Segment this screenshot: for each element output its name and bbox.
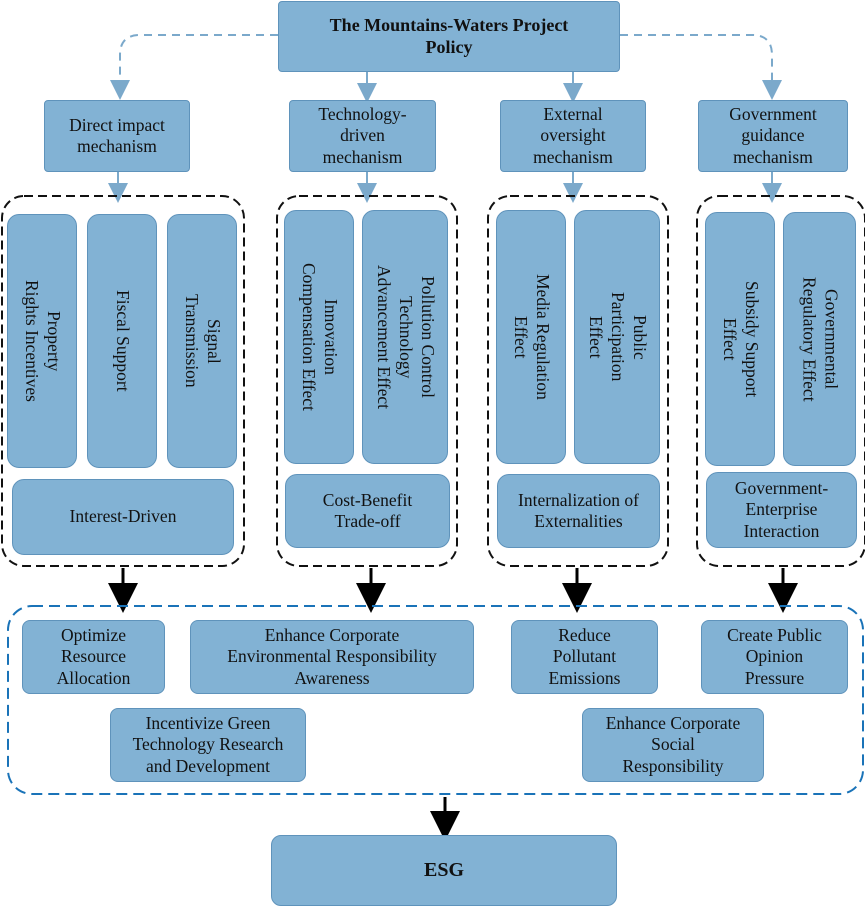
outcome-enhance-environmental-responsibility: Enhance Corporate Environmental Responsi…	[190, 620, 474, 694]
group-outline-1	[1, 195, 245, 567]
summary-interest-driven: Interest-Driven	[12, 479, 234, 555]
effect-governmental-regulatory: Governmental Regulatory Effect	[783, 212, 856, 466]
outcome-enhance-social-responsibility: Enhance Corporate Social Responsibility	[582, 708, 764, 782]
outcome-optimize-resource-allocation: Optimize Resource Allocation	[22, 620, 165, 694]
summary-government-enterprise-interaction: Government- Enterprise Interaction	[706, 472, 857, 548]
effect-public-participation: Public Participation Effect	[574, 210, 660, 464]
mechanism-external-oversight: External oversight mechanism	[500, 100, 646, 172]
dashed-connector-right	[620, 34, 782, 100]
dashed-connector-left	[110, 34, 278, 100]
effect-pollution-control-technology: Pollution Control Technology Advancement…	[362, 210, 448, 464]
group-outline-4	[696, 195, 865, 567]
effect-property-rights-incentives: Property Rights Incentives	[7, 214, 77, 468]
effect-subsidy-support: Subsidy Support Effect	[705, 212, 775, 466]
effect-signal-transmission: Signal Transmission	[167, 214, 237, 468]
outcome-create-public-opinion-pressure: Create Public Opinion Pressure	[701, 620, 848, 694]
policy-title: The Mountains-Waters Project Policy	[278, 1, 620, 72]
mechanism-direct-impact: Direct impact mechanism	[44, 100, 190, 172]
outcome-incentivize-green-technology: Incentivize Green Technology Research an…	[110, 708, 306, 782]
summary-internalization-externalities: Internalization of Externalities	[497, 474, 660, 548]
outcome-reduce-pollutant-emissions: Reduce Pollutant Emissions	[511, 620, 658, 694]
summary-cost-benefit-tradeoff: Cost-Benefit Trade-off	[285, 474, 450, 548]
esg-result: ESG	[271, 835, 617, 906]
mechanism-technology-driven: Technology- driven mechanism	[289, 100, 436, 172]
effect-innovation-compensation: Innovation Compensation Effect	[284, 210, 354, 464]
effect-media-regulation: Media Regulation Effect	[496, 210, 566, 464]
mechanism-government-guidance: Government guidance mechanism	[698, 100, 848, 172]
effect-fiscal-support: Fiscal Support	[87, 214, 157, 468]
